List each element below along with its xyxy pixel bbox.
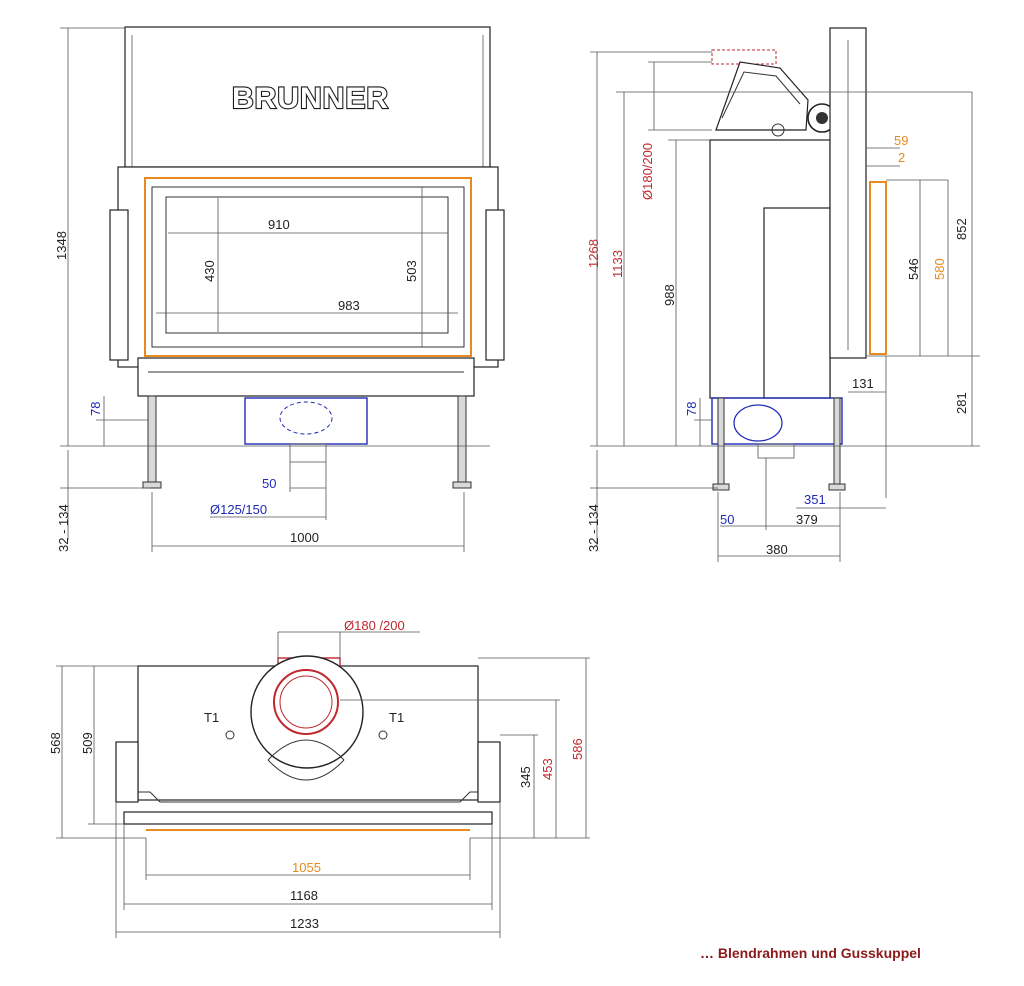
- front-width-inner: 910: [268, 217, 290, 232]
- top-width-1055: 1055: [292, 860, 321, 875]
- side-leg-range: 32 - 134: [586, 504, 601, 552]
- side-height-546: 546: [906, 258, 921, 280]
- top-view: Ø180 /200 T1 T1 568 509 345 453 586 1055…: [48, 618, 590, 938]
- front-leg-range: 32 - 134: [56, 504, 71, 552]
- side-height-852: 852: [954, 218, 969, 240]
- top-depth-453: 453: [540, 758, 555, 780]
- front-height-total: 1348: [54, 231, 69, 260]
- front-width-total: 1000: [290, 530, 319, 545]
- top-depth-345: 345: [518, 766, 533, 788]
- side-height-580: 580: [932, 258, 947, 280]
- top-depth-509: 509: [80, 732, 95, 754]
- side-flue-outline: [711, 49, 777, 65]
- top-width-1233: 1233: [290, 916, 319, 931]
- top-width-1168: 1168: [290, 888, 318, 903]
- side-depth-351: 351: [804, 492, 826, 507]
- front-orange-frame: [144, 177, 472, 357]
- side-height-281: 281: [954, 392, 969, 414]
- side-depth-131: 131: [852, 376, 874, 391]
- side-orange-frame: [869, 181, 887, 355]
- front-hood: [124, 26, 491, 168]
- top-flue-diameter: Ø180 /200: [344, 618, 405, 633]
- front-flue-offset: 50: [262, 476, 276, 491]
- side-offset-50: 50: [720, 512, 734, 527]
- front-air-box: [244, 397, 368, 445]
- side-height-988: 988: [662, 284, 677, 306]
- front-height-opening: 503: [404, 260, 419, 282]
- side-depth-379: 379: [796, 512, 818, 527]
- side-flue-diameter: Ø180/200: [640, 143, 655, 200]
- side-height-1133: 1133: [610, 250, 625, 278]
- front-glass: [165, 196, 449, 334]
- front-height-inner: 430: [202, 260, 217, 282]
- front-body: [117, 166, 499, 368]
- front-view: BRUNNER: [54, 26, 505, 552]
- caption: … Blendrahmen und Gusskuppel: [700, 945, 921, 961]
- top-depth-586: 586: [570, 738, 585, 760]
- top-sensor-left: T1: [204, 710, 219, 725]
- side-frame-2: 2: [898, 150, 905, 165]
- top-flue-ring: [273, 669, 339, 735]
- top-sensor-right: T1: [389, 710, 404, 725]
- front-width-opening: 983: [338, 298, 360, 313]
- brand-logo: BRUNNER: [232, 82, 389, 115]
- side-view: 1268 1133 Ø180/200 988 78 32 - 134 59 2 …: [586, 27, 980, 562]
- side-height-1268: 1268: [586, 239, 601, 268]
- front-air-duct: Ø125/150: [210, 502, 267, 517]
- side-foot-height: 78: [684, 402, 699, 416]
- front-foot-height: 78: [88, 402, 103, 416]
- top-depth-568: 568: [48, 732, 63, 754]
- side-depth-380: 380: [766, 542, 788, 557]
- side-frame-59: 59: [894, 133, 908, 148]
